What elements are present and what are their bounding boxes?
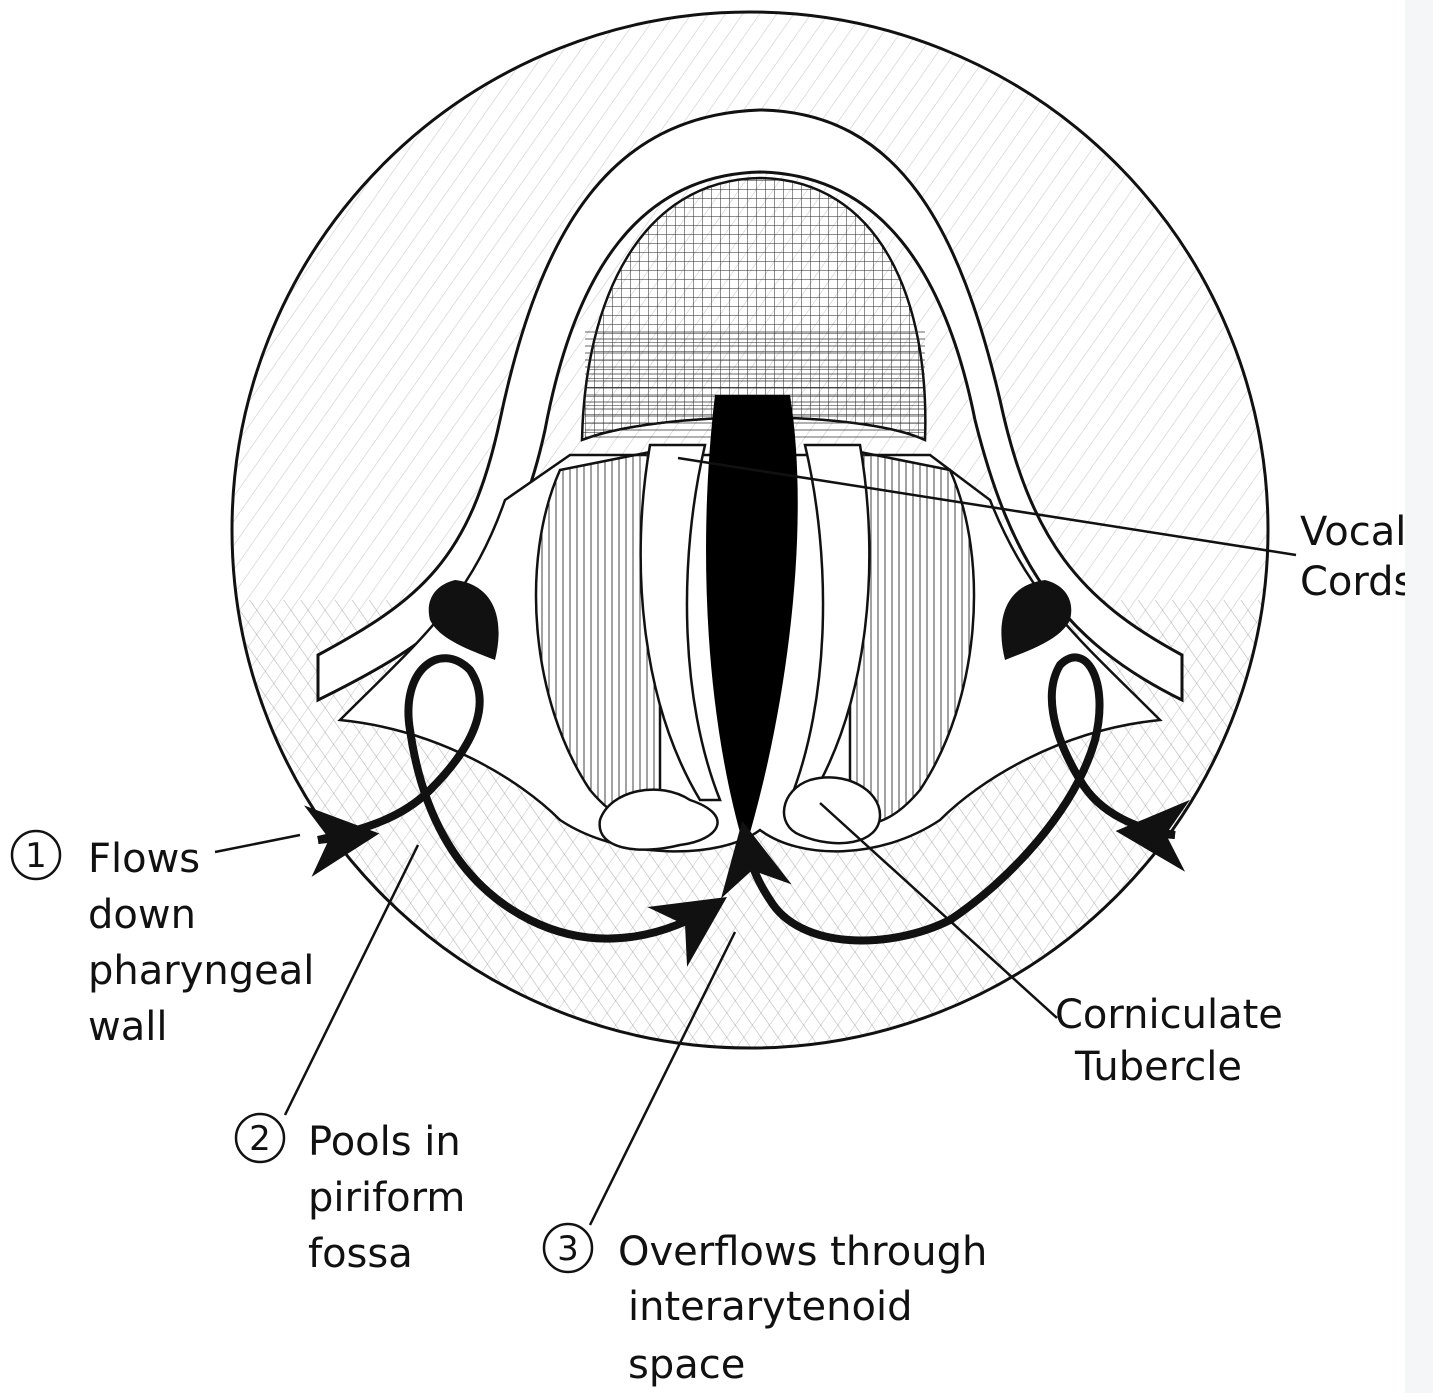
- page-edge-strip: [1405, 0, 1433, 1393]
- step2-line2: piriform: [308, 1175, 465, 1221]
- step1-line2: down: [88, 892, 196, 938]
- corniculate-label-line1: Corniculate: [1055, 992, 1283, 1038]
- step1-line1: Flows: [88, 836, 200, 882]
- step1-number: 1: [25, 836, 47, 876]
- step3-line3: space: [628, 1342, 745, 1388]
- vocal-cords-label-line2: Cords: [1300, 559, 1414, 605]
- step1-leader: [215, 835, 300, 852]
- step1-line4: wall: [88, 1004, 167, 1050]
- step3-label: 3 Overflows through interarytenoid space: [544, 1224, 987, 1388]
- step1-line3: pharyngeal: [88, 948, 314, 994]
- step3-line1: Overflows through: [618, 1229, 987, 1275]
- step2-line1: Pools in: [308, 1119, 461, 1165]
- step3-line2: interarytenoid: [628, 1284, 912, 1330]
- step1-label: 1 Flows down pharyngeal wall: [12, 831, 314, 1050]
- step2-line3: fossa: [308, 1231, 413, 1277]
- vocal-cords-label-line1: Vocal: [1300, 509, 1406, 555]
- step3-number: 3: [557, 1229, 579, 1269]
- step2-label: 2 Pools in piriform fossa: [236, 1114, 465, 1277]
- corniculate-label-line2: Tubercle: [1074, 1044, 1242, 1090]
- step2-number: 2: [249, 1119, 271, 1159]
